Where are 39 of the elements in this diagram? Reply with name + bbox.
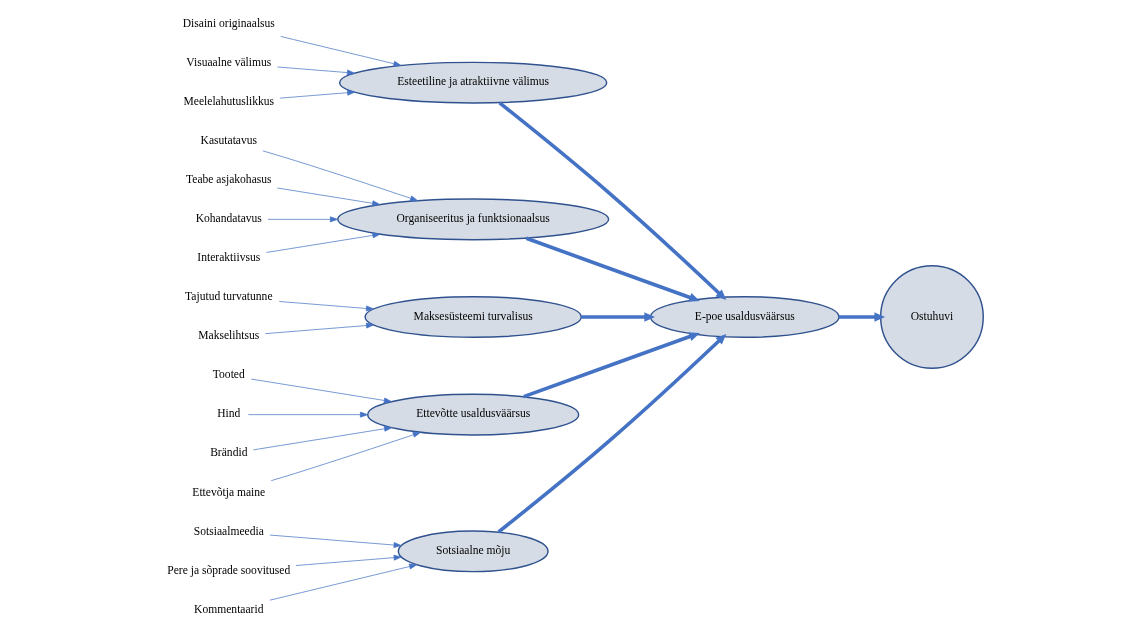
arrow [525,236,700,302]
arrow [276,187,380,207]
arrow [247,411,368,418]
node-text: Kohandatavus [195,212,262,226]
arrow [279,89,355,99]
node-text: Visuaalne välimus [185,55,271,69]
arrow [269,563,417,601]
node-text: Meelelahutuslikkus [183,94,274,108]
node-text: Kasutatavus [200,133,257,147]
node-text: Tajutud turvatunne [184,290,273,304]
node-text: Teabe asjakohasus [185,173,272,187]
node-text: Kommentaarid [193,602,263,616]
node-circle: Ostuhuvi [879,264,984,370]
arrow [838,312,885,322]
node-text: Hind [216,407,240,421]
arrow [252,425,392,451]
arrow [497,333,726,534]
arrow [278,301,374,312]
arrow [522,332,700,399]
arrow [580,312,655,322]
arrow [250,378,392,404]
arrow [267,216,338,223]
node-text: Interaktiivsus [196,251,260,265]
node-text: Makselihtsus [197,329,259,343]
arrow [270,431,421,482]
node-text: Ettevõtja maine [191,485,265,499]
arrow [265,232,380,253]
node-text: Brändid [209,446,247,460]
arrow [276,66,355,76]
arrow [498,101,726,301]
arrow [262,150,418,202]
node-text: Disaini originaalsus [182,16,275,30]
arrow [279,36,401,67]
arrow [264,322,374,334]
node-text: Tooted [212,368,245,382]
node-text: Sotsiaalmeedia [193,524,264,538]
node-text: Pere ja sõprade soovitused [166,563,290,577]
arrow [295,554,402,566]
arrow [269,534,402,548]
